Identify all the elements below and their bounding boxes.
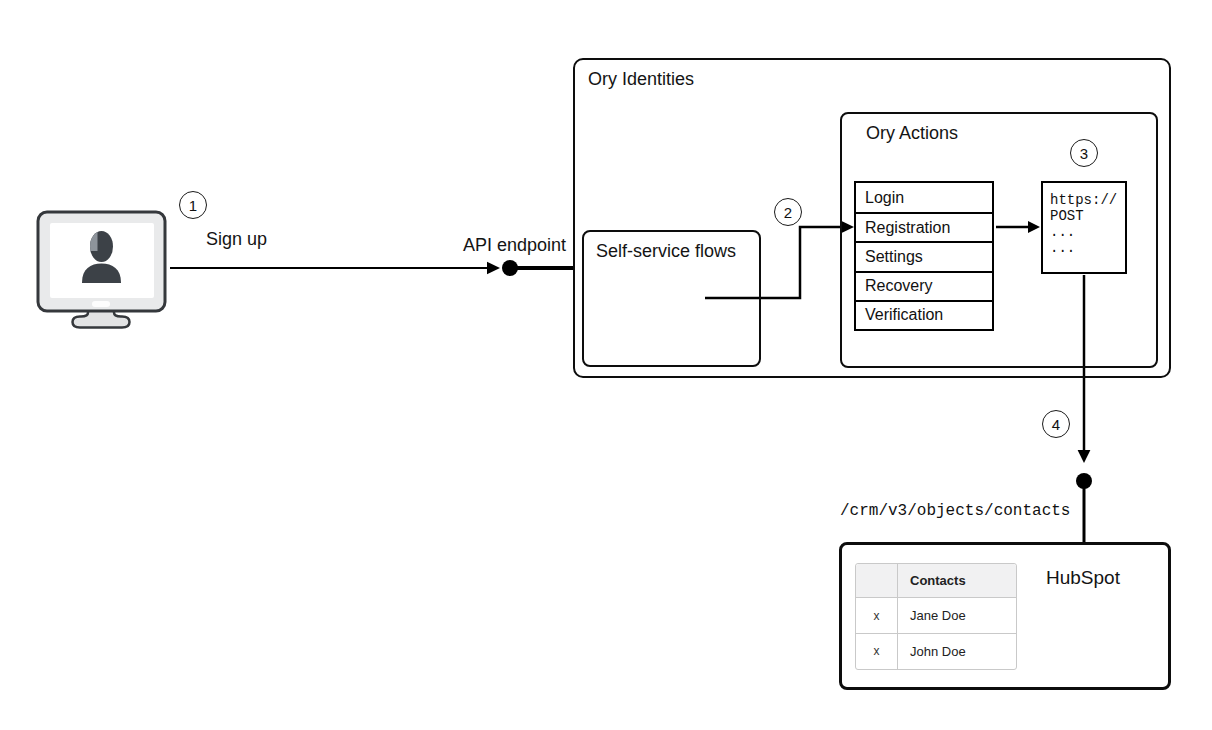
contacts-header-label: Contacts (898, 564, 1016, 597)
flow-row-registration: Registration (856, 212, 992, 241)
flow-row-recovery: Recovery (856, 271, 992, 300)
contacts-row-2-name: John Doe (898, 634, 1016, 669)
api-endpoint-label: API endpoint (463, 235, 566, 256)
flow-row-settings: Settings (856, 241, 992, 270)
step-circle-4: 4 (1042, 410, 1070, 438)
request-line-3: ... (1050, 224, 1125, 240)
hubspot-title: HubSpot (1046, 567, 1120, 589)
contacts-header-blank-cell (856, 564, 898, 597)
contacts-table: Contacts x Jane Doe x John Doe (855, 563, 1017, 670)
webhook-down-arrowhead (1078, 450, 1091, 463)
self-service-flows-title: Self-service flows (596, 241, 736, 262)
contacts-table-header: Contacts (856, 564, 1016, 598)
user-computer-icon (38, 212, 165, 328)
flow-row-verification: Verification (856, 300, 992, 329)
sign-up-arrowhead (487, 262, 500, 274)
contacts-row-1-x: x (856, 598, 898, 632)
contacts-row-2-x: x (856, 634, 898, 669)
ory-actions-title: Ory Actions (866, 123, 958, 144)
step-4-number: 4 (1052, 416, 1060, 433)
contacts-row-1-name: Jane Doe (898, 598, 1016, 632)
step-1-number: 1 (189, 197, 197, 214)
api-endpoint-dot (502, 260, 518, 276)
request-line-2: POST (1050, 208, 1125, 224)
flows-table: Login Registration Settings Recovery Ver… (854, 181, 994, 331)
monitor-button (92, 301, 110, 307)
monitor-stand (73, 310, 130, 328)
webhook-request-box: https:// POST ... ... (1041, 181, 1127, 274)
crm-endpoint-path-label: /crm/v3/objects/contacts (840, 502, 1070, 520)
contacts-row-1: x Jane Doe (856, 598, 1016, 633)
request-line-4: ... (1050, 240, 1125, 256)
step-circle-1: 1 (179, 191, 207, 219)
sign-up-label: Sign up (206, 229, 267, 250)
crm-endpoint-dot (1076, 473, 1092, 489)
ory-identities-title: Ory Identities (588, 69, 694, 90)
request-line-1: https:// (1050, 192, 1125, 208)
flow-row-login: Login (856, 183, 992, 212)
contacts-row-2: x John Doe (856, 634, 1016, 669)
